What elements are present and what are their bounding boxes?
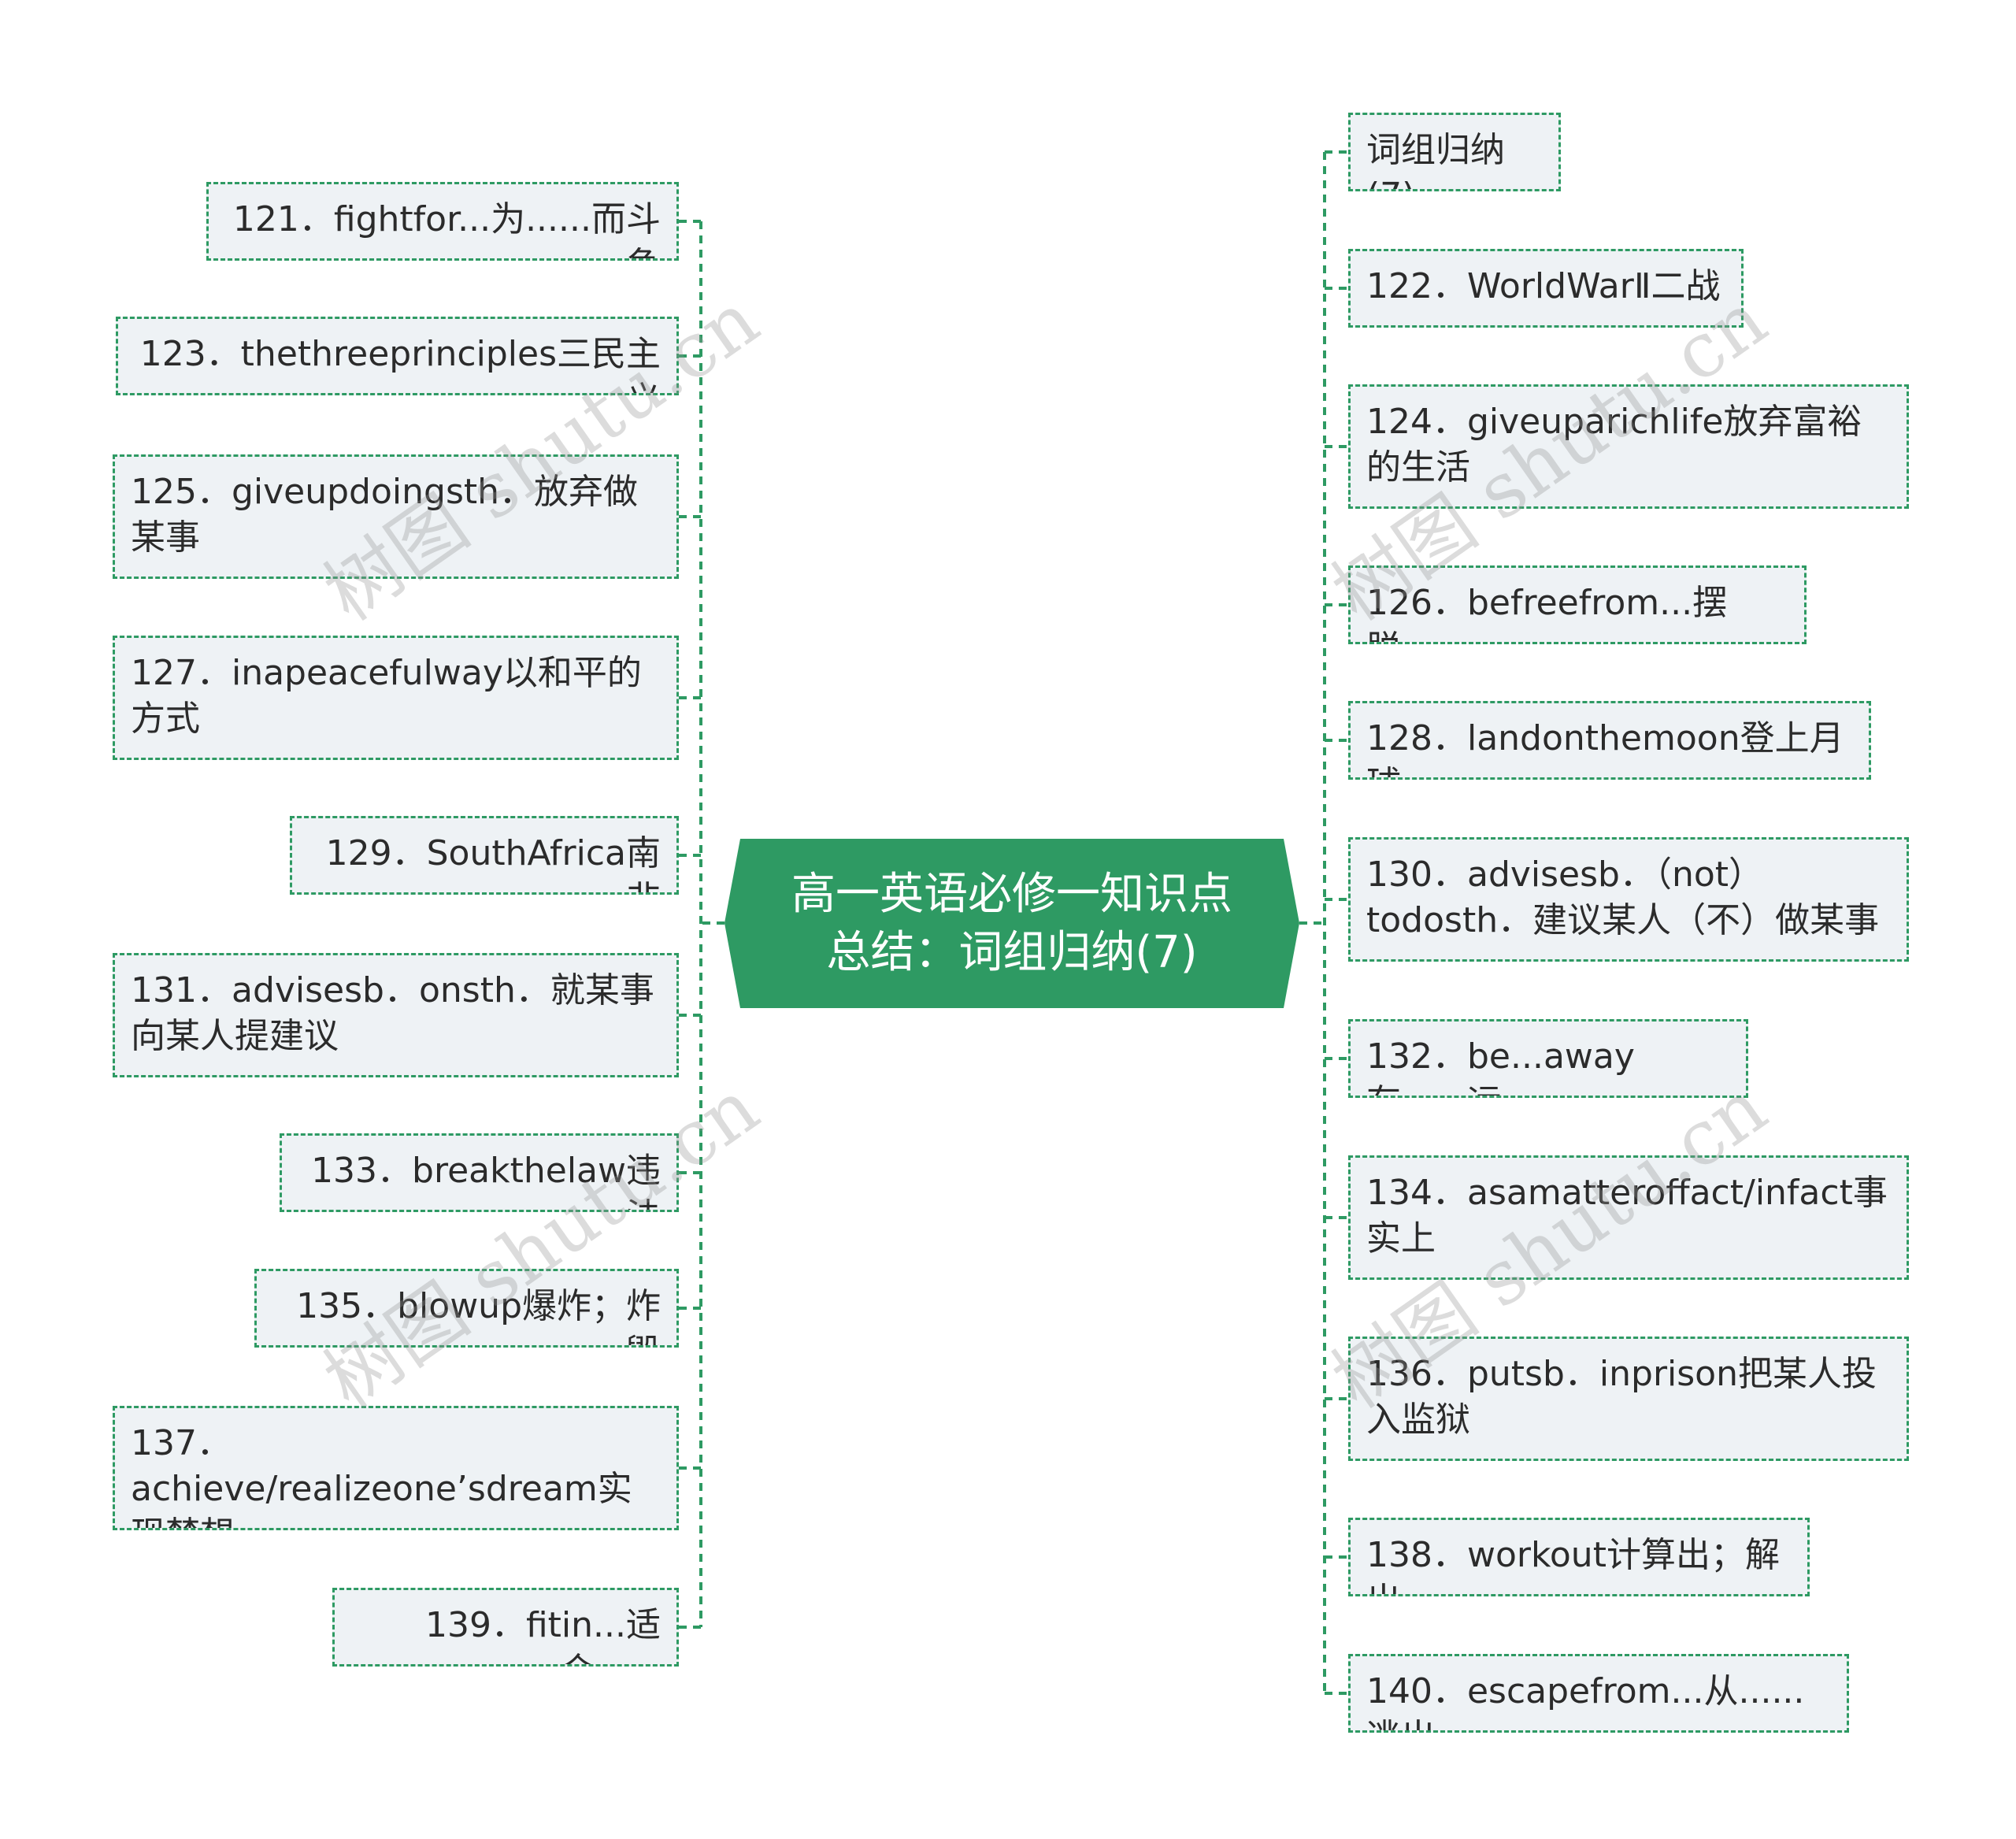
- branch-node-label: 124．giveuparichlife放弃富裕的生活: [1366, 402, 1862, 488]
- branch-node-label: 129．SouthAfrica南非: [325, 833, 661, 892]
- branch-node-136[interactable]: 136．putsb．inprison把某人投入监狱: [1348, 1337, 1909, 1461]
- branch-node-126[interactable]: 126．befreefrom...摆脱......: [1348, 565, 1807, 644]
- branch-node-label: 136．putsb．inprison把某人投入监狱: [1366, 1354, 1877, 1440]
- branch-node-label: 125．giveupdoingsth．放弃做某事: [131, 472, 639, 558]
- branch-node-133[interactable]: 133．breakthelaw违法: [280, 1133, 679, 1212]
- root-topic-label: 高一英语必修一知识点总结：词组归纳(7): [791, 868, 1232, 978]
- branch-node-label: 137．achieve/realizeone’sdream实现梦想: [131, 1423, 632, 1528]
- branch-node-label: 121．fightfor...为......而斗争: [232, 199, 661, 258]
- branch-node-label: 127．inapeacefulway以和平的方式: [131, 653, 642, 739]
- branch-node-label: 126．befreefrom...摆脱......: [1366, 583, 1728, 642]
- branch-node-label: 139．fitin...适合......: [424, 1605, 661, 1664]
- branch-node-label: 140．escapefrom...从......逃出: [1366, 1671, 1805, 1730]
- branch-node-label: 122．WorldWarⅡ二战: [1366, 266, 1721, 306]
- branch-node-138[interactable]: 138．workout计算出；解出: [1348, 1518, 1810, 1596]
- branch-node-137[interactable]: 137．achieve/realizeone’sdream实现梦想: [113, 1406, 679, 1530]
- branch-node-label: 135．blowup爆炸；炸毁: [296, 1286, 661, 1345]
- branch-node-label: 132．be...away有......远: [1366, 1036, 1635, 1096]
- branch-node-127[interactable]: 127．inapeacefulway以和平的方式: [113, 636, 679, 760]
- branch-node-135[interactable]: 135．blowup爆炸；炸毁: [254, 1269, 679, 1348]
- branch-node-125[interactable]: 125．giveupdoingsth．放弃做某事: [113, 454, 679, 579]
- branch-node-129[interactable]: 129．SouthAfrica南非: [290, 816, 679, 895]
- branch-node-140[interactable]: 140．escapefrom...从......逃出: [1348, 1654, 1849, 1733]
- branch-node-label: 123．thethreeprinciples三民主义: [139, 334, 661, 393]
- branch-node-134[interactable]: 134．asamatteroffact/infact事实上: [1348, 1155, 1909, 1280]
- branch-node-124[interactable]: 124．giveuparichlife放弃富裕的生活: [1348, 384, 1909, 509]
- branch-node-label: 134．asamatteroffact/infact事实上: [1366, 1173, 1888, 1259]
- branch-node-label: 词组归纳(7): [1366, 130, 1505, 189]
- branch-node-label: 130．advisesb．（not）todosth．建议某人（不）做某事: [1366, 855, 1880, 940]
- root-node-shape: [724, 839, 1299, 1008]
- branch-node-123[interactable]: 123．thethreeprinciples三民主义: [116, 317, 679, 395]
- branch-node-132[interactable]: 132．be...away有......远: [1348, 1019, 1748, 1098]
- branch-node-122[interactable]: 122．WorldWarⅡ二战: [1348, 249, 1744, 328]
- branch-node-130[interactable]: 130．advisesb．（not）todosth．建议某人（不）做某事: [1348, 837, 1909, 962]
- branch-node-121[interactable]: 121．fightfor...为......而斗争: [206, 182, 679, 261]
- branch-node-128[interactable]: 128．landonthemoon登上月球: [1348, 701, 1871, 780]
- connector-lines: [679, 150, 1348, 1695]
- branch-node-label: 131．advisesb．onsth．就某事向某人提建议: [131, 970, 654, 1056]
- branch-node-label: 128．landonthemoon登上月球: [1366, 718, 1844, 777]
- branch-node-131[interactable]: 131．advisesb．onsth．就某事向某人提建议: [113, 953, 679, 1077]
- branch-node-label: 138．workout计算出；解出: [1366, 1535, 1780, 1594]
- branch-node-label: 133．breakthelaw违法: [311, 1151, 661, 1210]
- root-topic[interactable]: 高一英语必修一知识点总结：词组归纳(7): [724, 839, 1299, 1008]
- branch-node-heading[interactable]: 词组归纳(7): [1348, 113, 1561, 191]
- branch-node-139[interactable]: 139．fitin...适合......: [332, 1588, 679, 1667]
